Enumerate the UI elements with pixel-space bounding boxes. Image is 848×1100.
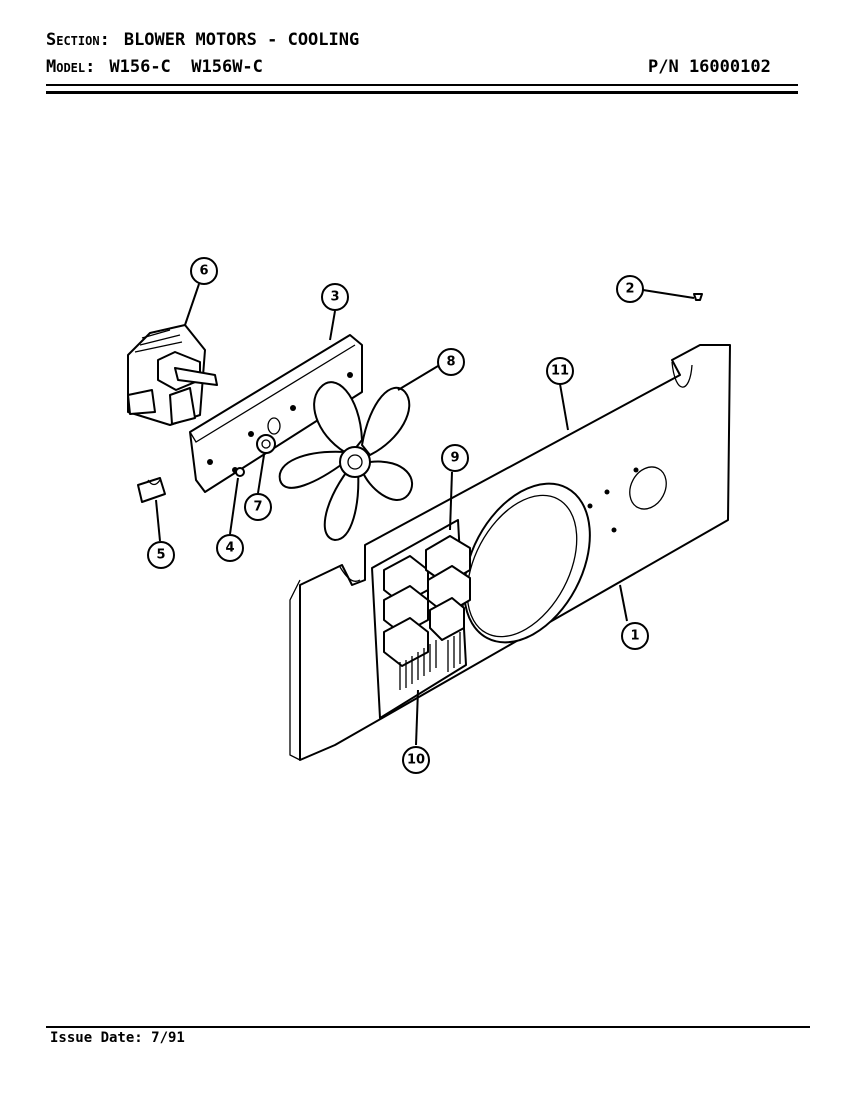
header-rule-top: [46, 84, 798, 86]
callout-6: 6: [190, 257, 218, 285]
mounting-clip: [137, 477, 166, 503]
svg-text:1: 1: [630, 629, 639, 644]
callout-1: 1: [621, 622, 649, 650]
section-value: BLOWER MOTORS - COOLING: [123, 30, 360, 50]
model-line: Model: W156-C W156W-C: [46, 57, 263, 77]
section-line: Section: BLOWER MOTORS - COOLING: [46, 30, 359, 50]
model-label: Model:: [46, 57, 96, 77]
callout-7: 7: [244, 493, 272, 521]
callout-8: 8: [437, 348, 465, 376]
motor-bracket: [189, 334, 363, 493]
callout-11: 11: [546, 357, 574, 385]
svg-text:10: 10: [407, 753, 425, 768]
callout-5: 5: [147, 541, 175, 569]
blower-motor: [127, 324, 218, 426]
fan-blade: [278, 381, 414, 541]
issue-date: Issue Date: 7/91: [50, 1030, 185, 1046]
callout-9: 9: [441, 444, 469, 472]
svg-text:9: 9: [450, 451, 459, 466]
section-label: Section:: [46, 30, 110, 50]
screw-2: [693, 293, 703, 301]
relay-blocks: [383, 535, 471, 667]
screw-4: [235, 467, 245, 477]
nut: [256, 434, 276, 454]
callout-3: 3: [321, 283, 349, 311]
svg-text:7: 7: [253, 500, 262, 515]
leader-lines: [155, 283, 695, 746]
model-value: W156-C W156W-C: [109, 57, 263, 77]
callout-2: 2: [616, 275, 644, 303]
svg-text:8: 8: [446, 355, 455, 370]
svg-text:4: 4: [225, 541, 234, 556]
svg-text:5: 5: [156, 548, 165, 563]
terminal-strip: [399, 632, 461, 690]
svg-text:2: 2: [625, 282, 634, 297]
callout-4: 4: [216, 534, 244, 562]
footer-rule: [46, 1026, 810, 1028]
circuit-board: [371, 519, 471, 719]
svg-text:11: 11: [551, 364, 569, 379]
svg-text:6: 6: [199, 264, 208, 279]
part-number: P/N 16000102: [648, 57, 771, 77]
callout-10: 10: [402, 746, 430, 774]
svg-text:3: 3: [330, 290, 339, 305]
header-rule-bottom: [46, 91, 798, 94]
